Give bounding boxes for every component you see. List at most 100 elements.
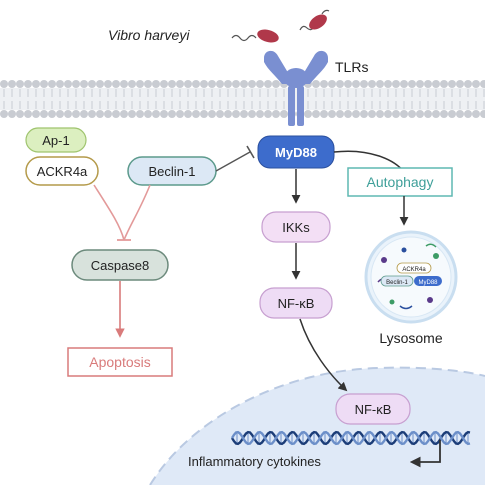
lysosome-cargo-ackr4a: ACKR4a [402, 267, 426, 273]
membrane-head-outer [104, 80, 112, 88]
ackr4a-label: ACKR4a [37, 164, 88, 179]
membrane-head-inner [192, 110, 200, 118]
membrane-head-inner [88, 110, 96, 118]
membrane-head-inner [384, 110, 392, 118]
membrane-head-outer [240, 80, 248, 88]
membrane-head-inner [392, 110, 400, 118]
nfkb-translocation-arrow [299, 318, 348, 392]
membrane-head-inner [400, 110, 408, 118]
membrane-head-inner [432, 110, 440, 118]
membrane-head-inner [176, 110, 184, 118]
membrane-head-inner [160, 110, 168, 118]
membrane-head-inner [456, 110, 464, 118]
membrane-head-inner [320, 110, 328, 118]
membrane-head-inner [272, 110, 280, 118]
membrane-head-outer [440, 80, 448, 88]
membrane-head-outer [448, 80, 456, 88]
ackr4a-node: ACKR4a [25, 156, 99, 186]
nfkb-cytoplasm-node: NF-κB [259, 287, 333, 319]
membrane-head-inner [312, 110, 320, 118]
dna-strand-2 [230, 430, 471, 446]
membrane-head-inner [224, 110, 232, 118]
membrane-head-inner [360, 110, 368, 118]
autophagy-label: Autophagy [367, 174, 434, 190]
membrane-head-inner [416, 110, 424, 118]
caspase-inhibition-lines [93, 184, 151, 241]
apoptosis-label: Apoptosis [89, 354, 150, 370]
ap1-node: Ap-1 [25, 127, 87, 153]
membrane-head-outer [480, 80, 485, 88]
membrane-head-inner [16, 110, 24, 118]
membrane-head-inner [104, 110, 112, 118]
myd88-node: MyD88 [257, 135, 335, 169]
membrane-head-outer [184, 80, 192, 88]
membrane-head-outer [344, 80, 352, 88]
membrane-head-outer [216, 80, 224, 88]
membrane-head-inner [48, 110, 56, 118]
membrane-head-outer [328, 80, 336, 88]
membrane-head-inner [32, 110, 40, 118]
membrane-head-inner [208, 110, 216, 118]
ap1-label: Ap-1 [42, 133, 69, 148]
tlr-receptor-icon [264, 50, 328, 126]
membrane-head-outer [424, 80, 432, 88]
membrane-head-outer [32, 80, 40, 88]
lysosome-cargo-myd88: MyD88 [418, 280, 438, 286]
membrane-head-outer [312, 80, 320, 88]
membrane-head-inner [264, 110, 272, 118]
membrane-head-outer [200, 80, 208, 88]
apoptosis-node: Apoptosis [67, 347, 173, 377]
membrane-head-inner [0, 110, 8, 118]
membrane-head-inner [344, 110, 352, 118]
membrane-head-outer [376, 80, 384, 88]
ikks-label: IKKs [282, 220, 310, 235]
membrane-head-outer [144, 80, 152, 88]
membrane-head-outer [136, 80, 144, 88]
membrane-head-inner [200, 110, 208, 118]
membrane-head-outer [416, 80, 424, 88]
membrane-head-inner [256, 110, 264, 118]
lysosome-label: Lysosome [379, 330, 443, 346]
membrane-head-inner [328, 110, 336, 118]
membrane-head-outer [160, 80, 168, 88]
membrane-head-inner [304, 110, 312, 118]
membrane-head-inner [136, 110, 144, 118]
membrane-head-outer [248, 80, 256, 88]
membrane-head-outer [224, 80, 232, 88]
bacteria-icon [231, 9, 330, 43]
membrane-head-inner [40, 110, 48, 118]
cell-membrane [0, 80, 485, 118]
membrane-head-outer [256, 80, 264, 88]
membrane-head-inner [72, 110, 80, 118]
membrane-head-inner [144, 110, 152, 118]
membrane-head-outer [336, 80, 344, 88]
membrane-head-outer [232, 80, 240, 88]
membrane-head-outer [320, 80, 328, 88]
membrane-head-outer [8, 80, 16, 88]
membrane-head-inner [336, 110, 344, 118]
membrane-head-outer [456, 80, 464, 88]
membrane-head-outer [176, 80, 184, 88]
membrane-head-outer [400, 80, 408, 88]
membrane-head-inner [120, 110, 128, 118]
membrane-head-outer [408, 80, 416, 88]
membrane-head-inner [168, 110, 176, 118]
cytokines-arrow [409, 440, 441, 468]
beclin1-node: Beclin-1 [127, 156, 217, 186]
membrane-head-inner [448, 110, 456, 118]
membrane-head-outer [264, 80, 272, 88]
nfkb-cytoplasm-label: NF-κB [278, 296, 315, 311]
membrane-head-outer [88, 80, 96, 88]
membrane-head-inner [232, 110, 240, 118]
pathogen-label: Vibro harveyi [108, 27, 190, 43]
ikks-node: IKKs [261, 211, 331, 243]
membrane-head-inner [216, 110, 224, 118]
membrane-head-outer [384, 80, 392, 88]
membrane-head-outer [24, 80, 32, 88]
membrane-head-inner [152, 110, 160, 118]
membrane-head-outer [272, 80, 280, 88]
membrane-head-outer [192, 80, 200, 88]
membrane-head-outer [112, 80, 120, 88]
membrane-head-outer [168, 80, 176, 88]
